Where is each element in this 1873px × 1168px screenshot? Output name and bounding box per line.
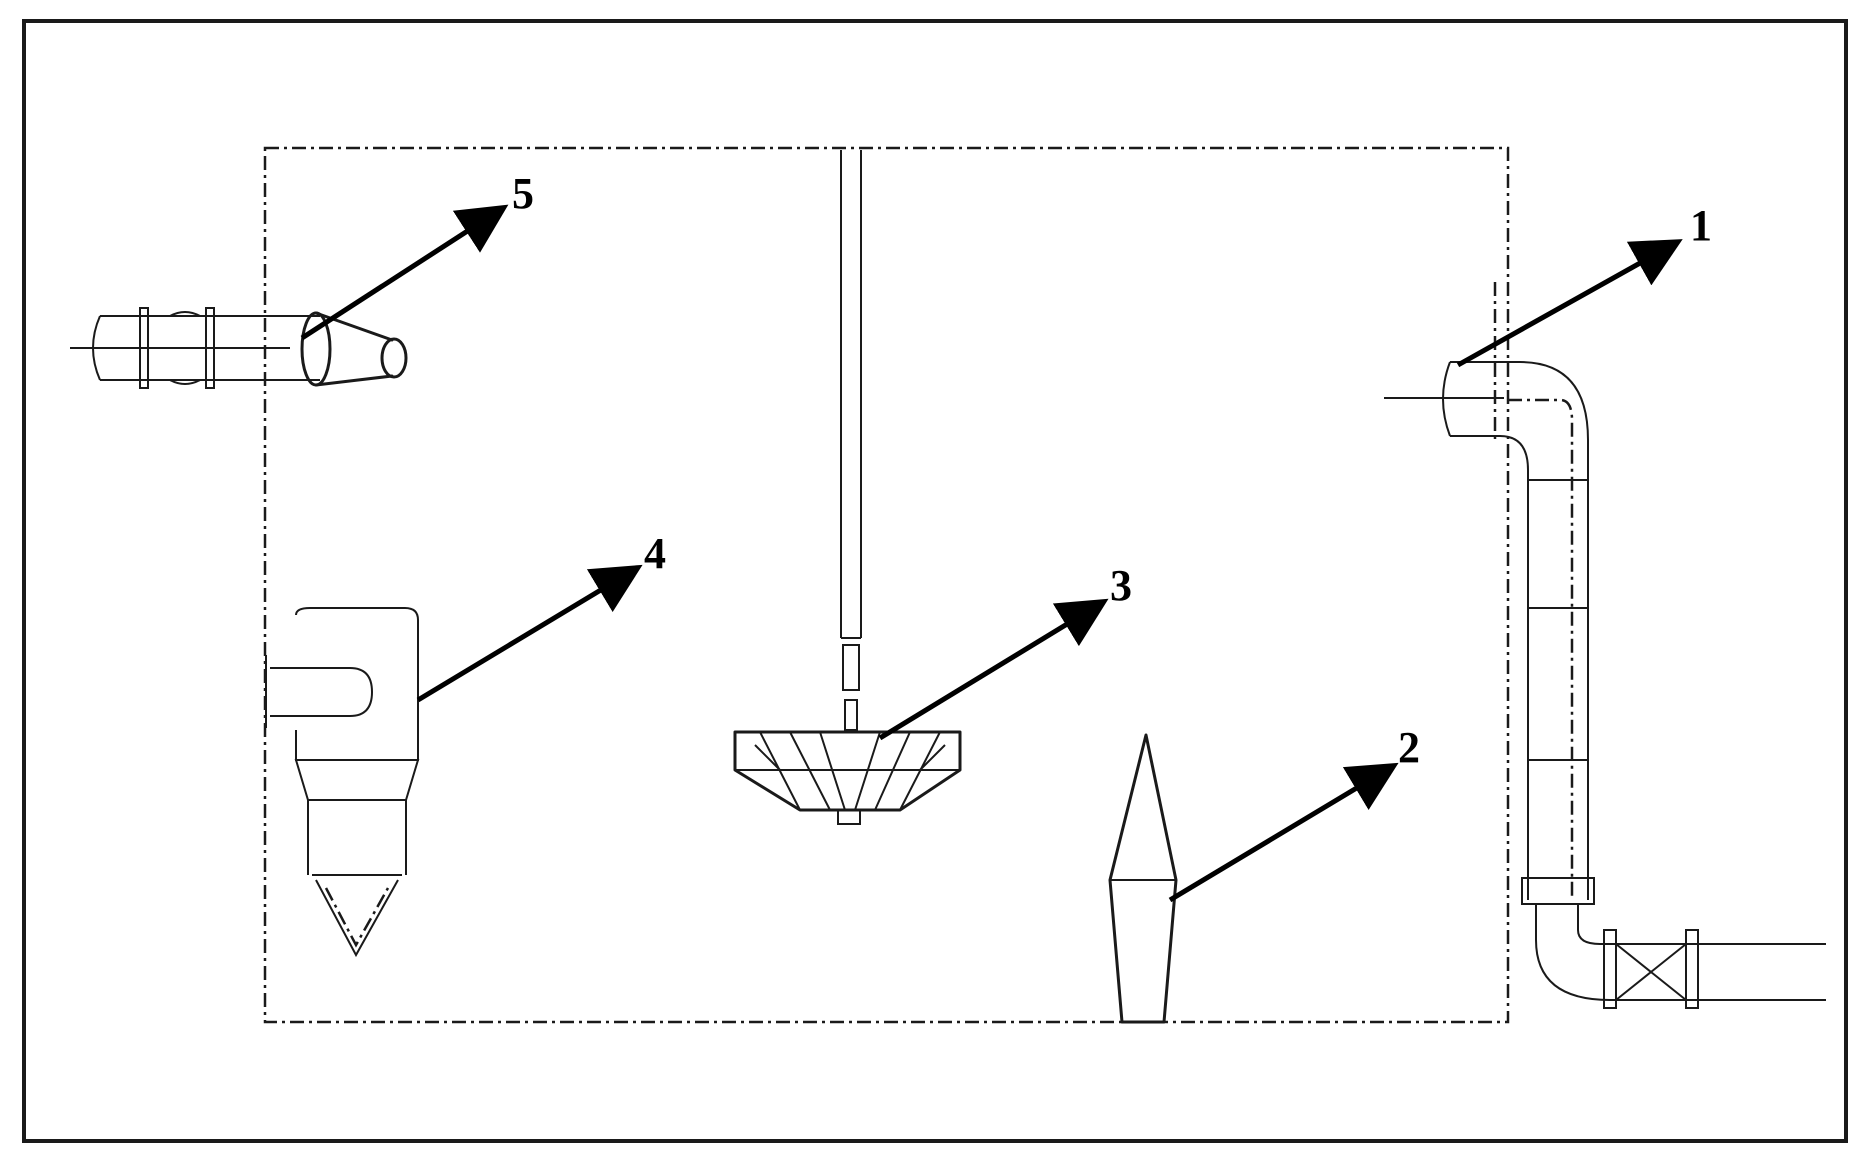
callout-label-4: 4 [644, 529, 666, 578]
chamber-outline [263, 146, 1510, 1024]
inlet-pipe-component [1384, 282, 1826, 1009]
callout-label-5: 5 [512, 169, 534, 218]
callout-arrow-2 [1168, 762, 1399, 903]
nozzle-pipe-component [70, 307, 408, 389]
impeller-component [733, 150, 962, 825]
callout-arrow-4 [416, 564, 643, 703]
callout-label-3: 3 [1110, 561, 1132, 610]
callout-arrow-1 [1456, 239, 1683, 368]
callout-arrow-5 [300, 204, 509, 341]
probe-component [1108, 733, 1178, 1024]
callout-arrow-3 [878, 598, 1109, 741]
separator-component [265, 607, 420, 958]
outer-frame [22, 19, 1848, 1143]
callout-label-2: 2 [1398, 723, 1420, 772]
callout-label-1: 1 [1690, 201, 1712, 250]
